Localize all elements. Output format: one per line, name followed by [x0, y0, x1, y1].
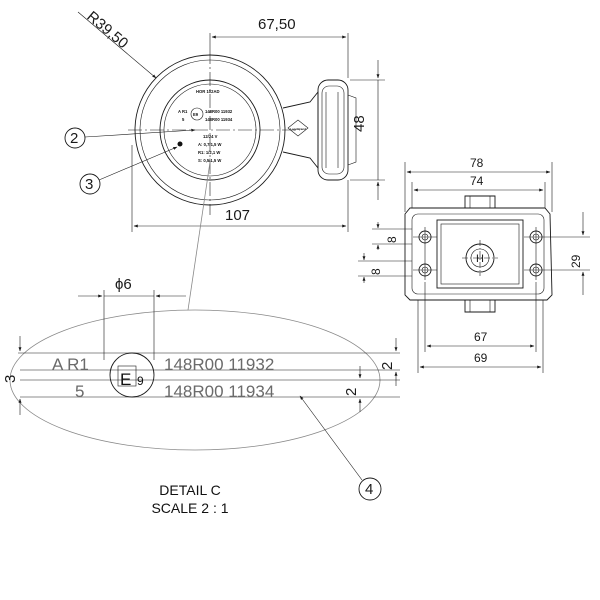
detail-approval-letter: E [120, 370, 131, 389]
side-view: H 78 74 8 8 29 67 [358, 156, 590, 373]
center-block [436, 219, 524, 289]
label-code-1: 148R00 11932 [205, 109, 233, 114]
label-approval-circle [190, 107, 204, 121]
svg-text:LogoBrand: LogoBrand [290, 127, 306, 131]
dim-bottom-outer: 69 [474, 351, 488, 365]
dim-inner-top: 74 [470, 174, 484, 188]
dim-width: 107 [225, 207, 250, 224]
dim-left-upper: 8 [385, 236, 399, 243]
brand-logo: LogoBrand [287, 119, 309, 137]
detail-approval-number: 9 [137, 374, 144, 388]
detail-row-1-left: A R1 [52, 355, 89, 374]
label-approval: E9 [193, 112, 199, 117]
dim-height: 48 [351, 115, 368, 132]
label-line-s: S: 0,5/1,5 W [198, 158, 221, 163]
base-plate [404, 207, 553, 301]
detail-row-2-left: 5 [75, 382, 84, 401]
detail-scale: SCALE 2 : 1 [151, 500, 228, 516]
label-dot [177, 141, 183, 147]
balloon-4 [358, 477, 382, 501]
dim-bottom-inner: 67 [474, 330, 488, 344]
detail-height: 3 [2, 375, 19, 383]
detail-c: E 9 A R1 5 148R00 11932 148R00 11934 ϕ6 … [2, 161, 400, 516]
front-view: HOR 102AD A R1 5 E9 148R00 11932 148R00 … [64, 8, 385, 232]
label-code-2: 148R00 11934 [205, 117, 233, 122]
dim-radius: R39,50 [83, 8, 131, 52]
svg-text:2: 2 [70, 130, 78, 147]
svg-text:3: 3 [85, 176, 93, 193]
dim-right: 29 [569, 254, 583, 268]
label-line-r: R1: 1/2,1 W [198, 150, 220, 155]
label-model: HOR 102AD [196, 89, 220, 94]
detail-title: DETAIL C [159, 482, 220, 498]
detail-approval-circle [109, 352, 155, 398]
detail-row-height-2: 2 [343, 388, 360, 396]
balloon-3 [79, 173, 101, 195]
balloon-2 [64, 127, 86, 149]
label-left-2: 5 [182, 117, 185, 122]
label-line-a: A: 0,7/1,5 W [198, 142, 222, 147]
detail-row-height-1: 2 [379, 362, 396, 370]
dim-top-width: 67,50 [258, 16, 296, 33]
mounting-bracket [282, 79, 357, 181]
detail-code-1: 148R00 11932 [164, 355, 274, 374]
mounting-holes [413, 227, 548, 280]
dim-outer-top: 78 [470, 156, 484, 170]
detail-code-2: 148R00 11934 [164, 382, 274, 401]
label-voltage: 12/24 V [203, 134, 218, 139]
detail-diameter: ϕ6 [115, 276, 132, 293]
dim-left-lower: 8 [369, 268, 383, 275]
svg-text:4: 4 [365, 481, 373, 498]
label-left-1: A R1 [178, 109, 188, 114]
